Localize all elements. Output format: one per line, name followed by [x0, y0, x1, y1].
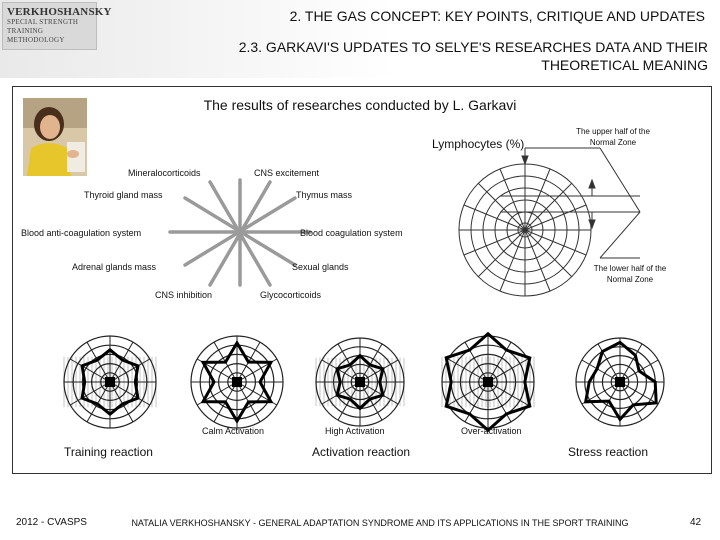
label-thymus-mass: Thymus mass — [296, 190, 353, 200]
footer-left: 2012 - CVASPS — [16, 517, 87, 528]
slide-header — [0, 0, 720, 78]
radar-calm-training — [63, 335, 157, 429]
label-cns-excitement: CNS excitement — [254, 168, 320, 178]
radar-stress — [575, 337, 665, 427]
label-mineralocorticoids: Mineralocorticoids — [128, 168, 201, 178]
label-thyroid-gland-mass: Thyroid gland mass — [84, 190, 163, 200]
figure-title: The results of researches conducted by L… — [203, 97, 517, 113]
figure-frame — [12, 86, 712, 474]
label-over-activation: Over-activation — [461, 426, 522, 436]
label-adrenal-glands-mass: Adrenal glands mass — [72, 262, 157, 272]
label-high-activation: High Activation — [325, 426, 385, 436]
label-calm-activation: Calm Activation — [202, 426, 265, 436]
star-diagram — [168, 178, 312, 287]
portrait-photo — [23, 98, 87, 176]
upper-half-normal-zone-label: The upper half of the Normal Zone — [576, 127, 650, 147]
radar-high-activation — [315, 337, 405, 427]
footer-credit: NATALIA VERKHOSHANSKY - GENERAL ADAPTATI… — [131, 518, 629, 528]
label-sexual-glands: Sexual glands — [292, 262, 349, 272]
logo: VERKHOSHANSKY SPECIAL STRENGTH TRAINING … — [2, 2, 112, 50]
training-reaction-label: Training reaction — [64, 445, 153, 459]
label-blood-anti-coagulation: Blood anti-coagulation system — [21, 228, 142, 238]
logo-line-3: METHODOLOGY — [7, 36, 65, 44]
lymphocytes-label: Lymphocytes (%) — [432, 137, 525, 151]
lymphocyte-polar-diagram — [458, 147, 641, 297]
slide-subtitle: 2.3. GARKAVI'S UPDATES TO SELYE'S RESEAR… — [238, 39, 708, 73]
slide-title: 2. THE GAS CONCEPT: KEY POINTS, CRITIQUE… — [289, 8, 705, 24]
logo-line-2: SPECIAL STRENGTH TRAINING — [7, 18, 79, 35]
page-number: 42 — [690, 517, 702, 528]
label-cns-inhibition: CNS inhibition — [155, 290, 213, 300]
activation-reaction-label: Activation reaction — [312, 445, 411, 459]
stress-reaction-label: Stress reaction — [568, 445, 649, 459]
radar-calm-activation — [190, 335, 284, 429]
logo-line-1: VERKHOSHANSKY — [7, 6, 112, 18]
lower-half-normal-zone-label: The lower half of the Normal Zone — [593, 264, 667, 284]
label-blood-coagulation: Blood coagulation system — [300, 228, 403, 238]
label-glycocorticoids: Glycocorticoids — [260, 290, 322, 300]
radar-over-activation — [441, 331, 535, 433]
